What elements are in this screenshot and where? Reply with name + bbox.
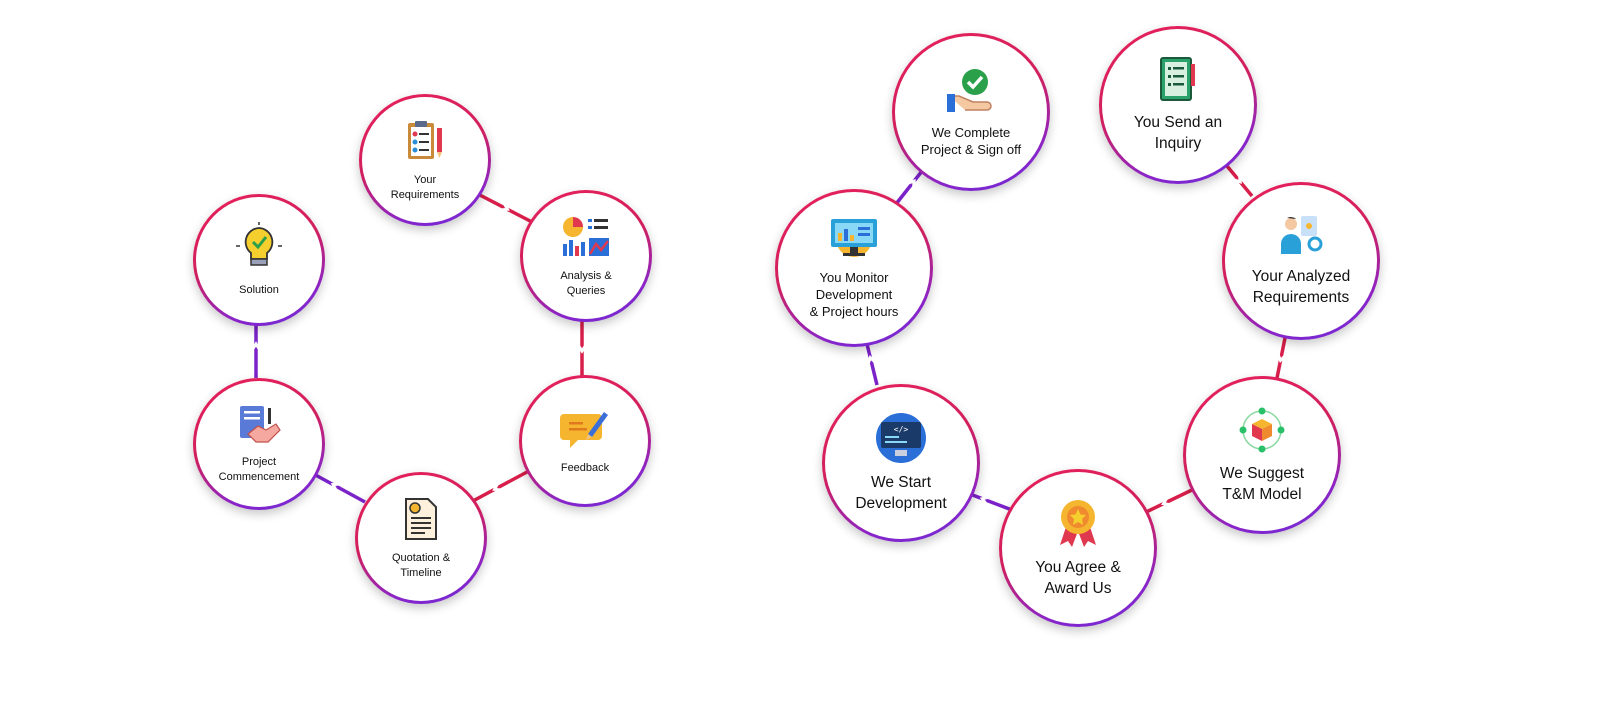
clipboard-checklist-icon: [402, 118, 448, 169]
step-project-commencement: Project Commencement: [193, 378, 325, 510]
connector-arrow: [903, 178, 916, 192]
award-medal-icon: [1056, 497, 1100, 554]
step-we-complete-project: We Complete Project & Sign off: [892, 33, 1050, 191]
connector-line: [1141, 487, 1195, 516]
code-monitor-icon: </>: [875, 412, 927, 469]
connector-arrow: [1275, 349, 1290, 364]
step-label: Quotation & Timeline: [391, 552, 451, 579]
step-you-monitor-development: You Monitor Development & Project hours: [775, 189, 933, 347]
step-label: We Complete Project & Sign off: [920, 124, 1022, 157]
connector-line: [473, 190, 533, 224]
cube-network-icon: [1237, 405, 1287, 460]
step-we-suggest-tm-model: We Suggest T&M Model: [1183, 376, 1341, 534]
connector-arrow: [496, 199, 510, 212]
dashboard-monitor-icon: [828, 215, 880, 266]
step-label: You Send an Inquiry: [1133, 113, 1223, 152]
step-label: We Suggest T&M Model: [1219, 464, 1305, 503]
step-label: Your Requirements: [390, 174, 460, 201]
connector-line: [1275, 332, 1288, 379]
invoice-document-icon: [401, 496, 441, 547]
step-label: Feedback: [560, 462, 610, 475]
connector-arrow: [1229, 170, 1242, 184]
step-label: Your Analyzed Requirements: [1251, 267, 1351, 306]
connector-arrow: [574, 341, 590, 354]
handshake-contract-icon: [236, 404, 282, 451]
connector-arrow: [492, 479, 506, 492]
connector-line: [309, 470, 366, 504]
person-analysis-icon: [1277, 214, 1325, 263]
lightbulb-check-icon: [234, 222, 284, 279]
step-analysis-queries: Analysis & Queries: [520, 190, 652, 322]
connector-line: [864, 339, 879, 386]
step-label: Project Commencement: [218, 456, 300, 483]
charts-analysis-icon: [560, 214, 612, 265]
svg-text:</>: </>: [894, 425, 909, 434]
connector-arrow: [979, 494, 994, 509]
step-we-start-development: </> We Start Development: [822, 384, 980, 542]
step-label: We Start Development: [855, 473, 947, 512]
connector-line: [470, 470, 528, 504]
step-label: Analysis & Queries: [560, 270, 612, 297]
step-quotation-timeline: Quotation & Timeline: [355, 472, 487, 604]
checklist-pencil-icon: [1158, 56, 1198, 109]
connector-arrow: [865, 355, 880, 369]
step-feedback: Feedback: [519, 375, 651, 507]
step-label: Solution: [239, 284, 279, 297]
connector-arrow: [330, 482, 345, 495]
step-your-analyzed-requirements: Your Analyzed Requirements: [1222, 182, 1380, 340]
step-you-agree-award-us: You Agree & Award Us: [999, 469, 1157, 627]
feedback-chat-pencil-icon: [560, 406, 610, 457]
step-solution: Solution: [193, 194, 325, 326]
connector-arrow: [248, 341, 264, 354]
step-label: You Monitor Development & Project hours: [809, 270, 899, 319]
step-your-requirements: Your Requirements: [359, 94, 491, 226]
step-label: You Agree & Award Us: [1035, 558, 1121, 597]
step-you-send-an-inquiry: You Send an Inquiry: [1099, 26, 1257, 184]
connector-arrow: [1161, 493, 1175, 507]
hand-check-icon: [945, 66, 997, 121]
